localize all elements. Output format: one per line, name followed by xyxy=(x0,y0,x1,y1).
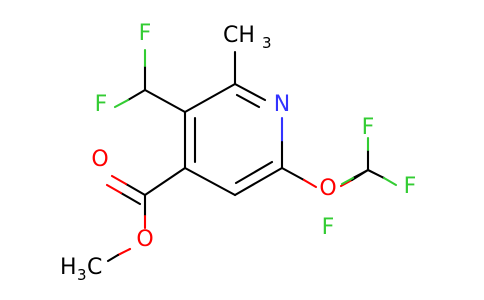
bond-cf3-fright-mid-colored xyxy=(382,176,398,187)
fluorine-label-right-mid: F xyxy=(404,174,417,199)
bond-c2-n xyxy=(233,82,267,102)
methoxy-subscript: 3 xyxy=(77,266,87,284)
methyl-subscript: 3 xyxy=(262,34,272,52)
methoxy-carbon-label: C xyxy=(87,255,102,280)
methoxy-hydrogen-label: H xyxy=(60,255,77,280)
bond-ester-o-methoxy xyxy=(106,253,120,263)
fluorine-label-right-bottom: F xyxy=(322,215,335,240)
bond-cf3-fright-bottom xyxy=(351,168,370,180)
bond-carbonyl-o-double-b-colored xyxy=(105,183,123,195)
bond-cf3-fright-mid xyxy=(366,168,386,180)
bond-c6-c5-inner xyxy=(234,160,274,185)
fluorine-label-top: F xyxy=(139,21,152,46)
bond-c6-o xyxy=(280,166,306,182)
bond-ester-o-methoxy-colored xyxy=(116,247,132,257)
ether-oxygen-label: O xyxy=(319,176,336,201)
fluorine-label-right-top: F xyxy=(362,115,375,140)
bond-o-cf3-colored xyxy=(339,178,354,188)
bond-cf3-fright-bottom-colored xyxy=(340,176,355,186)
bond-carbonyl-o-double-a-colored xyxy=(110,174,128,186)
fluorine-label-left: F xyxy=(95,92,108,117)
bond-c2-n-inner xyxy=(235,93,261,109)
carbonyl-oxygen-label: O xyxy=(91,147,108,172)
bond-carbonyl-o-double-a xyxy=(124,182,147,197)
bond-c6-c5 xyxy=(233,166,284,197)
methyl-carbon-label: CH xyxy=(223,23,255,48)
bond-chf2-fleft xyxy=(126,88,147,102)
bond-carbonyl-o-double-b xyxy=(119,191,142,206)
ester-oxygen-label: O xyxy=(136,227,153,252)
bond-c3-chf2 xyxy=(143,88,187,114)
nitrogen-label: N xyxy=(274,92,290,117)
bond-chf2-fleft-colored xyxy=(113,98,130,109)
bond-c3-c2 xyxy=(183,82,237,114)
bond-c5-c4 xyxy=(183,166,237,197)
bond-c6-o-colored xyxy=(302,178,318,189)
bond-c4-carbonyl xyxy=(143,166,187,197)
